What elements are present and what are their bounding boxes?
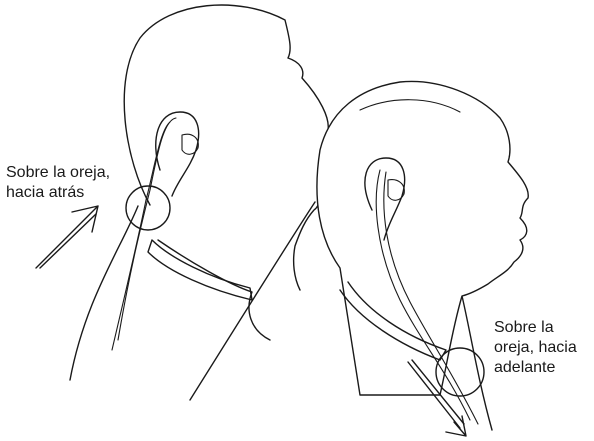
right-figure [190, 81, 528, 430]
left-figure-neck-back [70, 206, 138, 380]
label-over-ear-backward: Sobre la oreja, hacia atrás [6, 163, 110, 203]
left-figure-collar [148, 240, 252, 300]
left-figure-shoulder [158, 240, 270, 340]
left-figure-cable [118, 118, 176, 340]
label-line: adelante [494, 358, 577, 378]
label-line: hacia atrás [6, 183, 110, 203]
label-line: oreja, hacia [494, 338, 577, 358]
label-line: Sobre la [494, 318, 577, 338]
arrow-up-right-icon [36, 206, 98, 268]
right-figure-back [190, 202, 315, 400]
label-line: Sobre la oreja, [6, 163, 110, 183]
left-figure-cable-2 [112, 122, 170, 350]
right-figure-throat [462, 296, 492, 430]
label-over-ear-forward: Sobre la oreja, hacia adelante [494, 318, 577, 378]
left-figure-earbud [182, 134, 198, 154]
